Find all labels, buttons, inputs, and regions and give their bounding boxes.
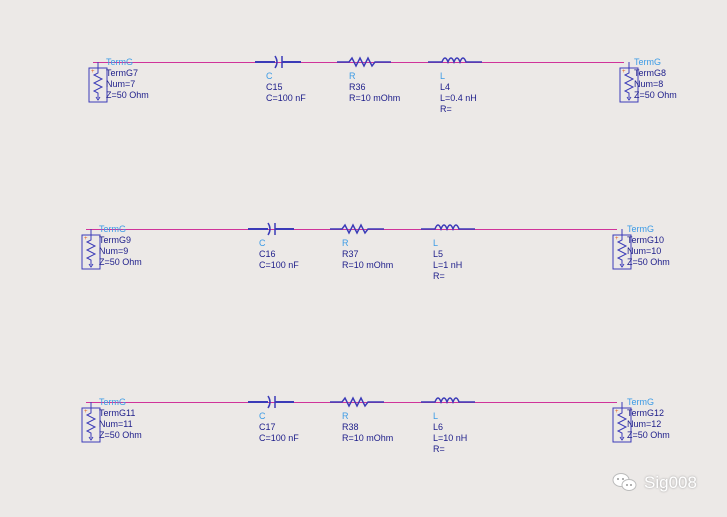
label-type: TermG [627,224,654,234]
watermark: Sig008 [612,472,697,494]
label-r: R= [440,104,452,114]
label-type: TermG [634,57,661,67]
label-z: Z=50 Ohm [627,257,670,267]
capacitor-symbol[interactable] [248,221,294,237]
label-value: C=100 nF [259,260,299,270]
label-type: TermG [627,397,654,407]
inductor-symbol[interactable] [421,221,475,235]
label-value: R=10 mOhm [349,93,401,103]
label-value: L=10 nH [433,433,468,443]
svg-text:+: + [615,409,619,415]
left-termg-symbol[interactable]: + [80,225,102,273]
label-type: R [342,411,349,421]
inductor-symbol[interactable] [421,394,475,408]
label-name: R36 [349,82,366,92]
label-num: Num=10 [627,246,662,256]
label-num: Num=12 [627,419,662,429]
label-z: Z=50 Ohm [627,430,670,440]
label-name: C17 [259,422,276,432]
wechat-icon [612,473,637,491]
label-num: Num=9 [99,246,129,256]
label-num: Num=8 [634,79,664,89]
resistor-symbol[interactable] [330,223,384,235]
label-type: TermG [106,57,133,67]
label-type: L [433,238,439,248]
label-name: TermG7 [106,68,139,78]
capacitor-symbol[interactable] [248,394,294,410]
label-name: R38 [342,422,359,432]
capacitor-symbol[interactable] [255,54,301,70]
inductor-symbol[interactable] [428,54,482,68]
right-termg-symbol[interactable]: + [611,398,633,446]
label-num: Num=7 [106,79,136,89]
label-name: L5 [433,249,444,259]
svg-text:+: + [91,69,95,75]
label-name: C16 [259,249,276,259]
label-value: C=100 nF [266,93,306,103]
label-name: TermG10 [627,235,665,245]
label-value: L=0.4 nH [440,93,477,103]
label-type: L [440,71,446,81]
svg-text:+: + [84,236,88,242]
label-r: R= [433,271,445,281]
label-num: Num=11 [99,419,133,429]
left-termg-symbol[interactable]: + [80,398,102,446]
label-name: L4 [440,82,451,92]
resistor-symbol[interactable] [337,56,391,68]
label-name: TermG11 [99,408,136,418]
watermark-text: Sig008 [644,473,697,492]
label-z: Z=50 Ohm [99,257,142,267]
left-termg-symbol[interactable]: + [87,58,109,106]
label-z: Z=50 Ohm [99,430,142,440]
svg-text:+: + [622,69,626,75]
svg-text:+: + [615,236,619,242]
label-r: R= [433,444,445,454]
label-type: C [266,71,273,81]
label-type: L [433,411,439,421]
label-name: C15 [266,82,283,92]
label-name: TermG8 [634,68,667,78]
label-type: R [342,238,349,248]
label-type: TermG [99,397,126,407]
label-value: L=1 nH [433,260,463,270]
resistor-symbol[interactable] [330,396,384,408]
label-z: Z=50 Ohm [106,90,149,100]
right-termg-symbol[interactable]: + [611,225,633,273]
label-name: R37 [342,249,359,259]
label-type: C [259,238,266,248]
svg-text:+: + [84,409,88,415]
label-type: R [349,71,356,81]
label-z: Z=50 Ohm [634,90,677,100]
label-value: R=10 mOhm [342,433,394,443]
right-termg-symbol[interactable]: + [618,58,640,106]
label-name: TermG9 [99,235,132,245]
label-value: R=10 mOhm [342,260,394,270]
label-type: C [259,411,266,421]
label-name: L6 [433,422,444,432]
label-value: C=100 nF [259,433,299,443]
label-name: TermG12 [627,408,665,418]
label-type: TermG [99,224,126,234]
